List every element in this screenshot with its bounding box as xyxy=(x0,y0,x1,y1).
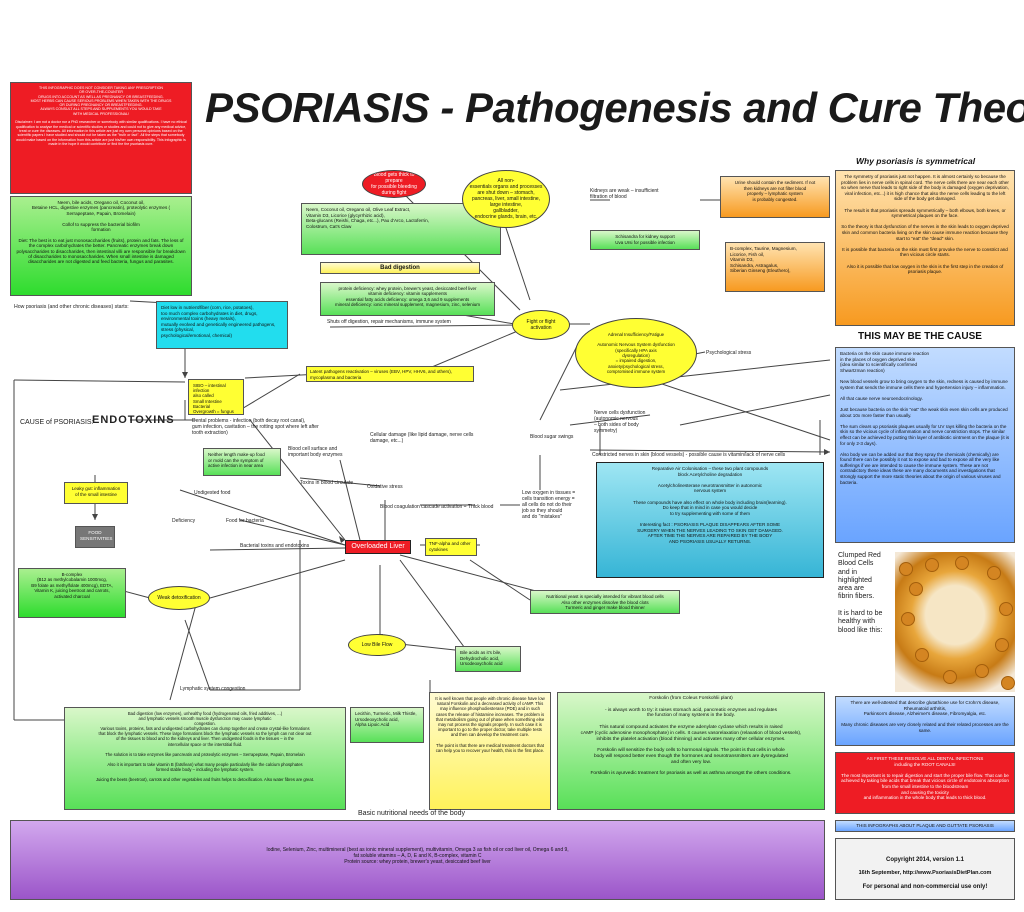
bacterial-toxins-label: Bacterial toxins and endotoxins xyxy=(240,543,310,549)
symmetrical-heading: Why psoriasis is symmetrical xyxy=(856,156,976,166)
clumped-cells-caption: Clumped Red Blood Cells and in highlight… xyxy=(838,552,883,634)
oxidative-stress-label: Oxidative stress xyxy=(367,484,403,490)
how-psoriasis-starts-label: How psoriasis (and other chronic disease… xyxy=(14,304,129,310)
acetylcholine-box: Reparative Air Colonisation – these two … xyxy=(596,462,824,578)
first-steps-red-box: AS FIRST THESE RESOLVE ALL DENTAL INFECT… xyxy=(835,752,1015,814)
shuts-off-label: Shuts off digestion, repair mechanisms, … xyxy=(327,319,451,325)
constricted-nerves-label: Constricted nerves in skin (blood vessel… xyxy=(592,452,786,458)
endotoxins-label: ENDOTOXINS xyxy=(92,414,175,426)
b-vitamins-green-box: B-complex (B12 as methylcobalamin 1000mc… xyxy=(18,568,126,618)
glutathione-box: There are well-attested that describe gl… xyxy=(835,696,1015,746)
thick-blood-ellipse: Blood gets thick to prepare for possible… xyxy=(362,170,426,198)
nerve-dysfunction-label: Nerve cells dysfunction (autonomic nervo… xyxy=(594,410,646,434)
low-oxygen-label: Low oxygen in tissues = cells transition… xyxy=(522,490,576,520)
adrenal-fatigue-ellipse: Adrenal Insufficiency/Fatigue Autonomic … xyxy=(575,318,697,388)
bile-acids-box: Bile acids as it's bile, Dehydrocholic a… xyxy=(455,646,521,672)
psychological-stress-label: Psychological stress xyxy=(706,350,752,356)
leaky-gut-box: Leaky gut: inflammation of the small int… xyxy=(64,482,128,504)
blood-cells-image xyxy=(895,552,1015,692)
food-for-bacteria-label: Food for bacteria xyxy=(226,518,264,524)
fight-or-flight-ellipse: Fight or flight activation xyxy=(512,310,570,340)
diet-causes-box: Diet low in nutrient/fiber (corn, rice, … xyxy=(156,301,288,349)
lymphatic-congestion-label: Lymphatic system congestion xyxy=(180,686,246,692)
sibo-box: SIBO – intestinal infection also called … xyxy=(188,379,244,415)
basic-needs-label: Basic nutritional needs of the body xyxy=(358,810,466,817)
urine-sediment-box: Urine should contain the sediment. If no… xyxy=(720,176,830,218)
bad-digestion-header: Bad digestion xyxy=(320,262,480,274)
forskolin-box: Forskolin (from Coleus Forskohlii plant)… xyxy=(557,692,825,810)
copyright-line: Copyright 2014, version 1.1 xyxy=(885,857,965,863)
deficiency-label: Deficiency xyxy=(172,518,196,524)
may-be-cause-box: Bacteria on the skin cause immune reacti… xyxy=(835,347,1015,543)
lymphatic-green-box: Bad digestion (low enzymes), unhealthy f… xyxy=(64,707,346,810)
disclaimer-box: THIS INFOGRAPHIC DOES NOT CONSIDER TAKIN… xyxy=(10,82,192,194)
nutritional-yeast-box: Nutritional yeast is specially intended … xyxy=(530,590,680,614)
food-sensitivities-box: FOOD SENSITIVITIES xyxy=(75,526,115,548)
toxins-circulate-label: Toxins in blood circulate xyxy=(300,480,354,486)
usage-note: For personal and non-commercial use only… xyxy=(862,884,988,890)
symmetrical-box: The symmetry of psoriasis just not happe… xyxy=(835,170,1015,326)
kidneys-weak-label: Kidneys are weak – insufficient filtrati… xyxy=(590,188,659,200)
undigested-food-label: Undigested food xyxy=(194,490,231,496)
blood-sugar-label: Blood sugar swings xyxy=(530,434,574,440)
page-title: PSORIASIS - Pathogenesis and Cure Theory xyxy=(205,84,1024,131)
website-link[interactable]: 16th September, http://www.PsoriasisDiet… xyxy=(858,870,992,876)
mold-infection-box: Neither length make-up food or mold can … xyxy=(203,448,281,476)
cause-prefix-label: CAUSE of PSORIASIS: xyxy=(20,419,94,426)
low-bile-flow-ellipse: Low Bile Flow xyxy=(348,634,406,656)
tnf-alpha-box: TNF-alpha and other cytokines xyxy=(425,538,477,556)
lecithin-box: Lecithin, Turmeric, Milk Thistle, Ursode… xyxy=(350,707,424,743)
non-essential-organs-ellipse: All non- essentials organs and processes… xyxy=(462,170,550,228)
weak-detox-ellipse: Weak detoxification xyxy=(148,586,210,610)
bad-digestion-box: protein deficiency: whey protein, brewer… xyxy=(320,282,495,316)
kidney-support-box: Schisandra for kidney support Uva Ursi f… xyxy=(590,230,700,250)
dental-problems-label: Dental problems - infection (both decay … xyxy=(192,418,319,436)
blood-coagulation-label: Blood coagulation cascade activation = T… xyxy=(380,504,494,510)
latent-pathogens-box: Latent pathogens reactivation – viruses … xyxy=(306,366,474,382)
overloaded-liver-box: Overloaded Liver xyxy=(345,540,411,554)
forskolin-cAMP-yellow-box: It is well known that people with chroni… xyxy=(429,692,551,810)
blood-cell-label: Blood cell surface and important body en… xyxy=(288,446,343,458)
cellular-damage-label: Cellular damage (like lipid damage, nerv… xyxy=(370,432,474,444)
may-be-cause-heading: THIS MAY BE THE CAUSE xyxy=(858,331,982,342)
copyright-box: Copyright 2014, version 1.1 16th Septemb… xyxy=(835,838,1015,900)
adrenal-supplements-box: B-complex, Taurine, Magnesium, Licorice,… xyxy=(725,242,825,292)
plaque-guttate-link[interactable]: THIS INFOGRAPHS ABOUT PLAQUE AND GUTTATE… xyxy=(835,820,1015,832)
supplements-green-box: Neem, bile acids, Oregano oil, Coconut o… xyxy=(10,196,192,296)
nutrition-purple-box: Iodine, Selenium, Zinc, multimineral (be… xyxy=(10,820,825,900)
